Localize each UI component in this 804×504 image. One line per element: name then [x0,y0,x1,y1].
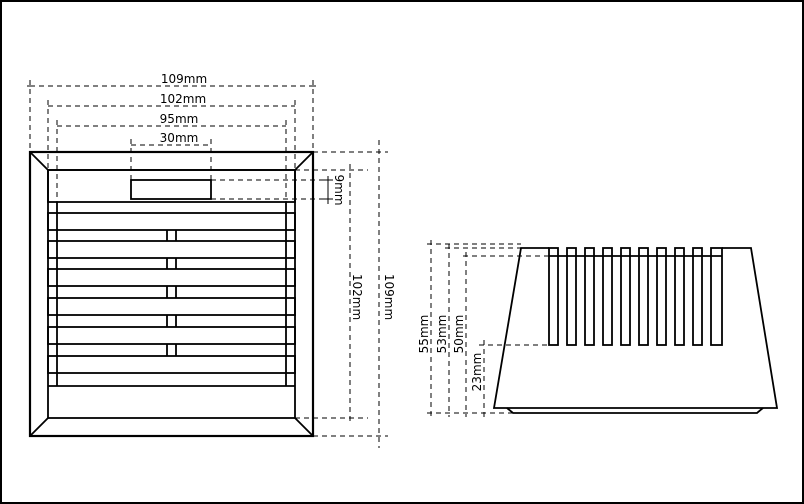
front-view [28,150,315,438]
side-base-flange [506,407,764,414]
cooling-fin [638,247,649,346]
cooling-fin [602,247,613,346]
cooling-fin [674,247,685,346]
front-height-dimensions: 9mm 102mm 109mm [211,140,396,448]
dim-label-30mm-width: 30mm [160,131,199,145]
dim-label-23mm: 23mm [470,353,484,392]
label-window [130,179,212,200]
cooling-fin [620,247,631,346]
dim-label-9mm-height: 9mm [332,174,346,205]
dim-label-50mm: 50mm [452,315,466,354]
front-outer-frame [28,150,315,438]
louver-slat [47,326,296,345]
top-plate [47,169,296,203]
front-width-dimensions: 109mm 102mm 95mm 30mm [27,72,316,202]
cooling-fin [548,247,559,346]
cooling-fin [584,247,595,346]
dim-label-102mm-width: 102mm [160,92,206,106]
side-body-outline [492,247,779,409]
bevel-top-left [29,151,49,171]
dim-label-95mm-width: 95mm [160,112,199,126]
bevel-bottom-left [29,417,49,437]
centre-rib [166,230,177,356]
cooling-fin [566,247,577,346]
cooling-fin [656,247,667,346]
dim-label-109mm-width: 109mm [161,72,207,86]
cooling-fin [692,247,703,346]
louver-slat [47,355,296,374]
louver-slat [47,212,296,231]
dim-label-55mm: 55mm [417,315,431,354]
louver-slat [47,240,296,259]
dim-label-53mm: 53mm [435,315,449,354]
side-view [492,247,779,414]
cooling-fin [710,247,723,346]
bevel-top-right [294,151,314,171]
side-height-dimensions: 55mm 53mm 50mm 23mm [417,240,549,417]
dim-label-102mm-height: 102mm [350,274,364,320]
louver-slat [47,297,296,316]
front-inner-frame [47,169,296,419]
dim-label-109mm-height: 109mm [382,274,396,320]
louver-slat [47,268,296,287]
bevel-bottom-right [294,417,314,437]
